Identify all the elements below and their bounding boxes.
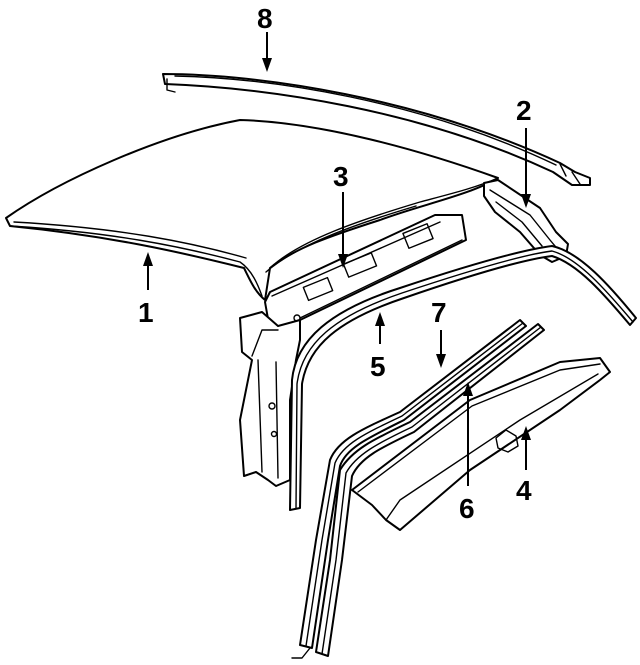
leader-6	[463, 382, 473, 486]
leader-8	[262, 32, 272, 72]
callout-8: 8	[257, 3, 273, 34]
callout-5: 5	[370, 351, 386, 382]
leader-1	[143, 252, 153, 290]
leader-3	[338, 192, 348, 268]
part-8-roof-rail-strip	[162, 73, 591, 186]
leader-5	[375, 312, 385, 344]
callout-2: 2	[516, 95, 532, 126]
callout-6: 6	[459, 493, 475, 524]
callout-4: 4	[516, 475, 532, 506]
part-7-door-weatherstrip	[291, 319, 527, 659]
part-6-door-frame-molding	[315, 323, 545, 657]
callout-7: 7	[431, 297, 447, 328]
part-5-roof-side-weatherstrip	[289, 245, 637, 511]
callout-3: 3	[333, 161, 349, 192]
part-4-rear-garnish-panel	[351, 357, 611, 531]
leader-4	[521, 426, 531, 470]
part-pillar-left	[239, 311, 301, 487]
callout-1: 1	[138, 297, 154, 328]
leader-2	[521, 128, 531, 208]
part-1-roof-panel	[5, 119, 499, 301]
leader-7	[436, 330, 446, 368]
